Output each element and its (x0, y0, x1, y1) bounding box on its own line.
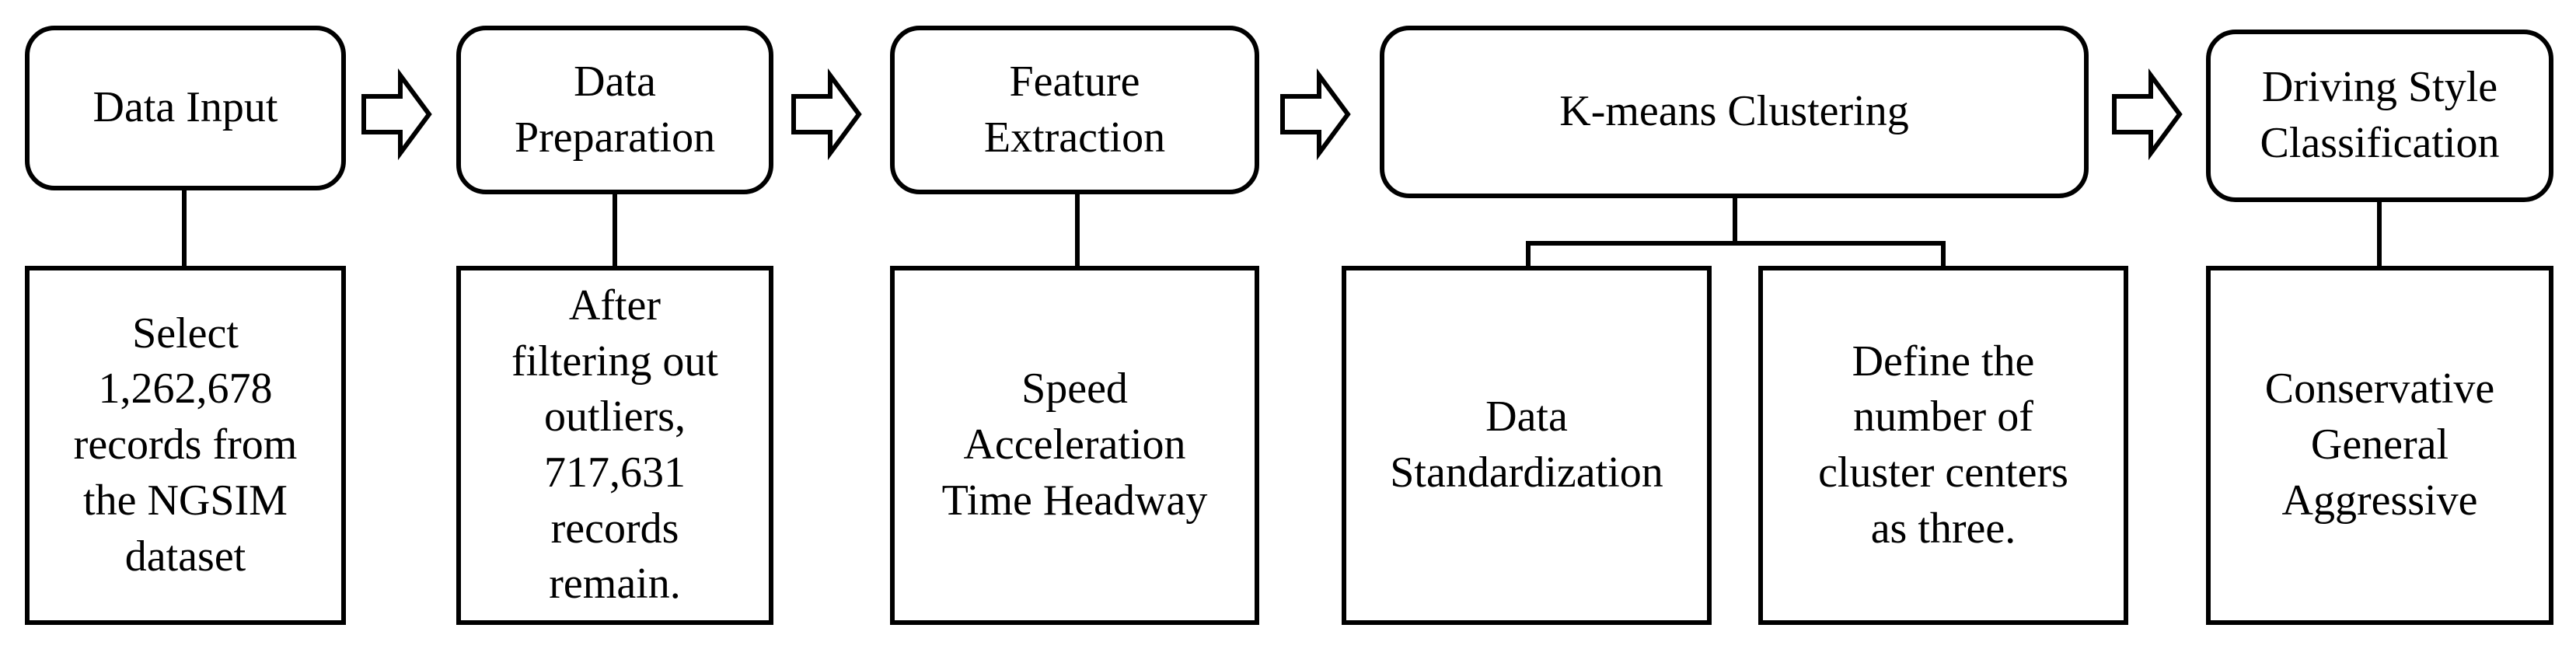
step-feature-extraction: Feature Extraction (890, 26, 1259, 194)
step-label: K-means Clustering (1559, 87, 1909, 136)
step-driving-style-classification: Driving Style Classification (2206, 30, 2553, 202)
detail-driving-style-classes: Conservative General Aggressive (2206, 266, 2553, 625)
detail-data-preparation: After filtering out outliers, 717,631 re… (456, 266, 773, 625)
step-label: Driving Style Classification (2260, 63, 2500, 167)
step-label: Data Preparation (514, 57, 716, 162)
detail-text: Speed Acceleration Time Headway (941, 365, 1208, 525)
detail-text: Select 1,262,678 records from the NGSIM … (73, 309, 298, 581)
detail-cluster-centers: Define the number of cluster centers as … (1758, 266, 2128, 625)
detail-text: Define the number of cluster centers as … (1818, 337, 2068, 553)
step-label: Feature Extraction (983, 57, 1166, 162)
detail-text: Conservative General Aggressive (2264, 365, 2495, 525)
step-label: Data Input (92, 83, 278, 132)
detail-feature-extraction: Speed Acceleration Time Headway (890, 266, 1259, 625)
step-kmeans-clustering: K-means Clustering (1380, 26, 2089, 198)
detail-data-standardization: Data Standardization (1342, 266, 1712, 625)
step-data-input: Data Input (25, 26, 346, 190)
right-arrow-icon (791, 68, 862, 161)
right-arrow-icon (1280, 68, 1351, 161)
detail-text: After filtering out outliers, 717,631 re… (511, 281, 718, 609)
step-data-preparation: Data Preparation (456, 26, 773, 194)
detail-text: Data Standardization (1390, 393, 1663, 497)
right-arrow-icon (2112, 68, 2183, 161)
connector-step4-branch (1526, 196, 1946, 268)
right-arrow-icon (361, 68, 432, 161)
detail-data-input: Select 1,262,678 records from the NGSIM … (25, 266, 346, 625)
